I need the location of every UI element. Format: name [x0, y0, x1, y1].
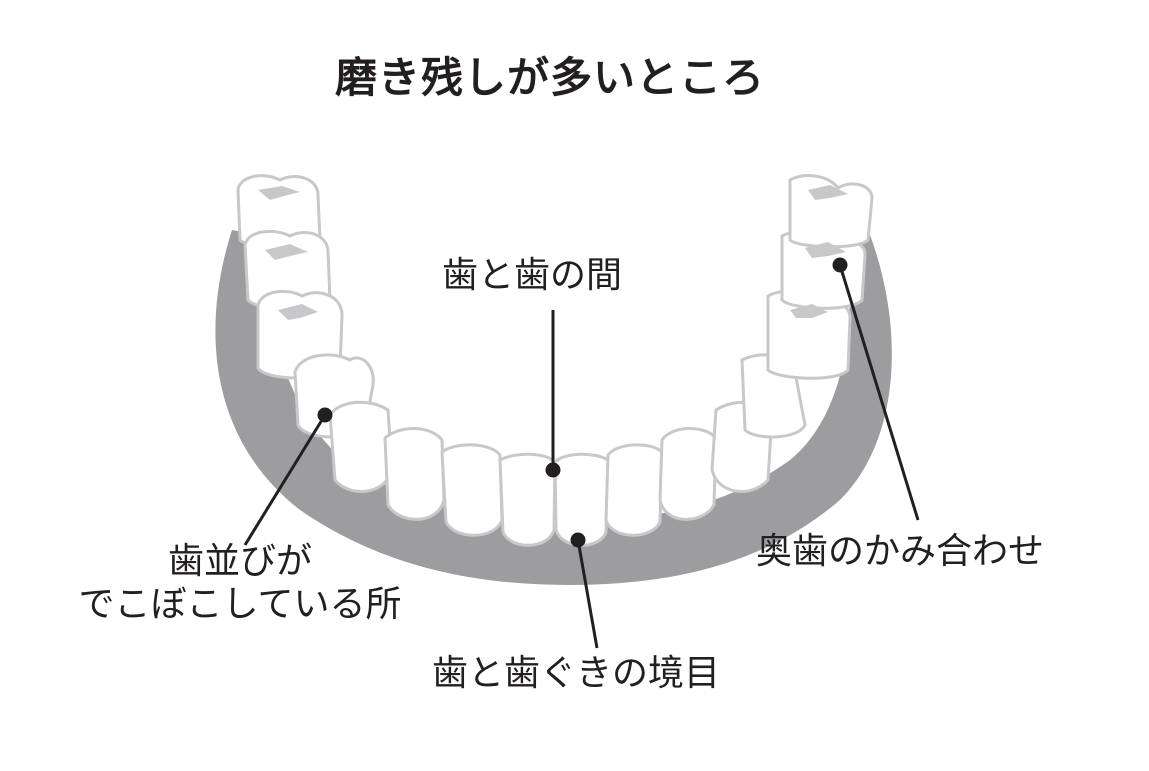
pointers — [243, 257, 920, 649]
label-between-teeth: 歯と歯の間 — [442, 255, 623, 296]
label-gumline: 歯と歯ぐきの境目 — [432, 653, 721, 694]
label-crooked-line1: 歯並びが — [167, 541, 312, 582]
gum-arch — [215, 230, 892, 585]
label-crooked-line2: でこぼこしている所 — [78, 584, 402, 626]
label-molar-bite: 奥歯のかみ合わせ — [756, 531, 1045, 572]
label-crooked-teeth: 歯並びが でこぼこしている所 — [40, 540, 440, 626]
teeth — [236, 174, 874, 547]
molar-grooves — [258, 185, 848, 320]
diagram-title: 磨き残しが多いところ — [334, 53, 765, 102]
